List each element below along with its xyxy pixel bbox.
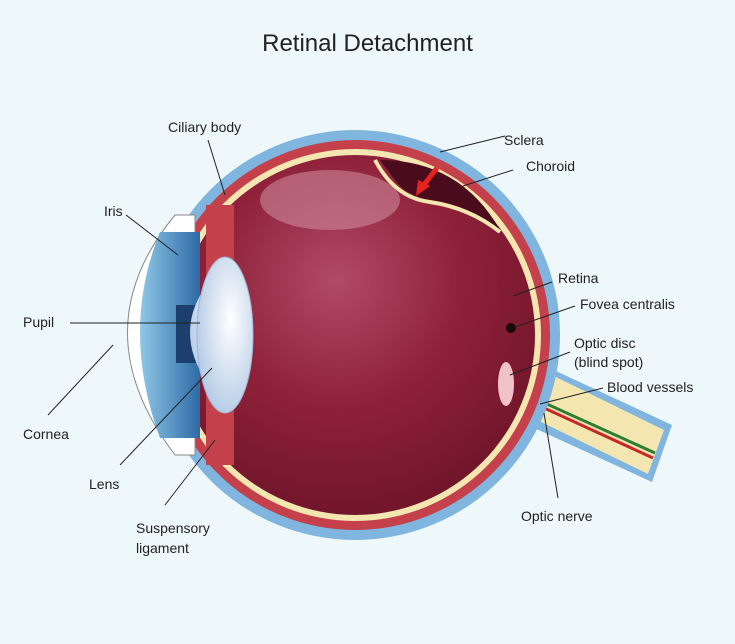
leader-lens (119, 367, 213, 466)
leader-cornea (47, 344, 114, 416)
label-sclera: Sclera (504, 132, 544, 148)
leader-iris (125, 214, 179, 256)
label-lens: Lens (89, 476, 120, 492)
label-ligament: ligament (136, 540, 189, 556)
label-blind-spot: (blind spot) (574, 354, 644, 370)
label-choroid: Choroid (526, 158, 576, 174)
anterior-segment (127, 205, 254, 465)
detached-retina-edge (373, 159, 502, 234)
label-optic-disc: Optic disc (574, 335, 636, 351)
leader-ciliary-body (207, 139, 226, 196)
label-optic-nerve: Optic nerve (521, 508, 593, 524)
leader-optic-nerve (543, 412, 559, 499)
label-cornea: Cornea (23, 426, 69, 442)
leader-suspensory-ligament (164, 439, 216, 506)
leader-blood-vessels (539, 387, 604, 405)
detachment-arrow-icon (416, 166, 439, 196)
label-iris: Iris (104, 203, 123, 219)
label-pupil: Pupil (23, 314, 55, 330)
leader-optic-disc (509, 351, 571, 376)
leader-fovea (514, 305, 576, 328)
label-suspensory: Suspensory (136, 520, 210, 536)
label-ciliary-body: Ciliary body (168, 119, 242, 135)
vitreous-body (175, 155, 535, 515)
fovea-dot (506, 323, 516, 333)
detached-retina-region (380, 160, 500, 230)
label-blood-vessels: Blood vessels (607, 379, 694, 395)
optic-disc-shape (498, 362, 514, 406)
diagram-title: Retinal Detachment (262, 30, 473, 57)
label-retina: Retina (558, 270, 599, 286)
leader-choroid (462, 169, 514, 187)
label-fovea-centralis: Fovea centralis (580, 296, 675, 312)
leader-retina (512, 281, 553, 297)
iris-shape (140, 232, 200, 438)
vitreous-highlight (260, 170, 400, 230)
leader-sclera (439, 135, 506, 153)
